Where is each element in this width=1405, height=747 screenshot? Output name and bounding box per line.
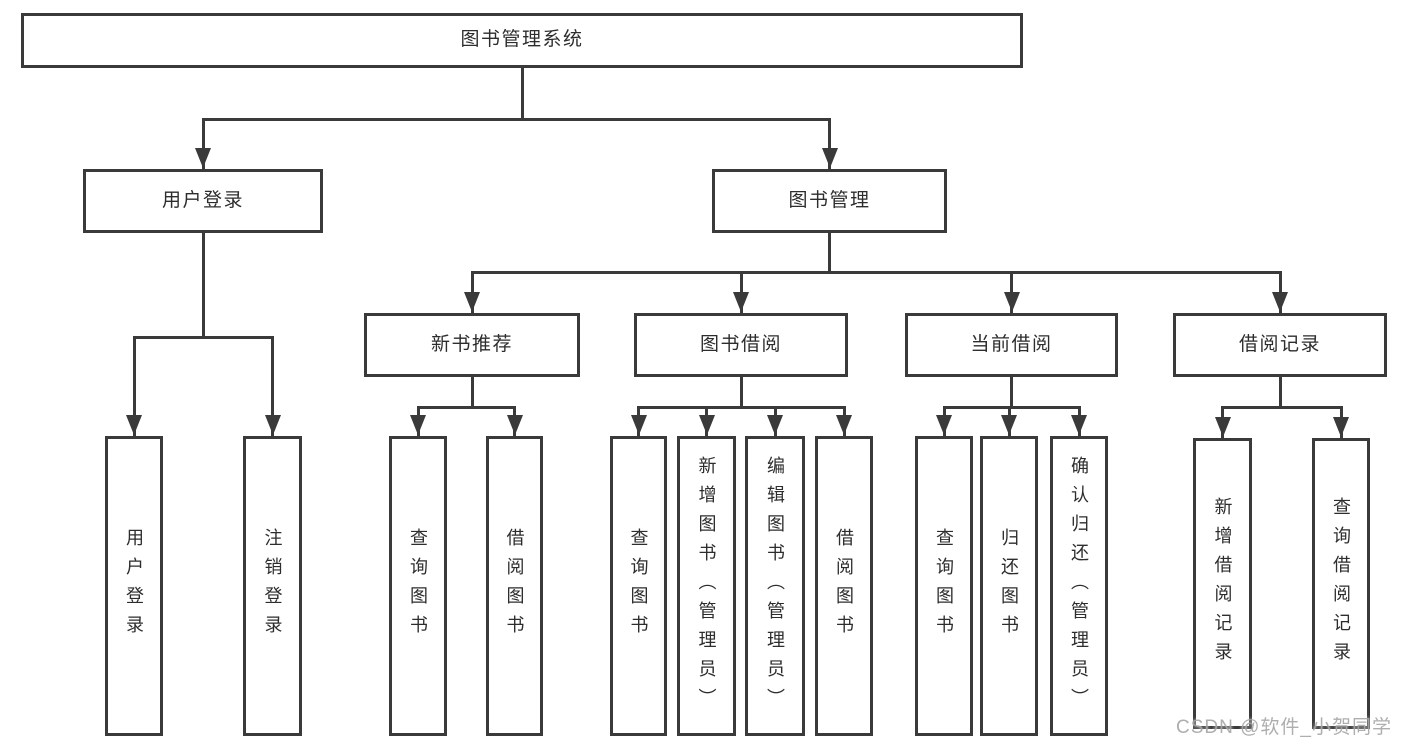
arrow-down-icon [1214, 417, 1231, 437]
csdn-watermark: CSDN @软件_小贺同学 [1176, 717, 1392, 738]
arrow-down-icon [836, 415, 852, 435]
node-label: 新增图书（管理员） [696, 455, 717, 717]
node-label: 注销登录 [262, 528, 283, 644]
node-label: 查询图书 [628, 528, 649, 644]
arrow-down-icon [1001, 415, 1017, 435]
node-add-borrow-record: 新增借阅记录 [1193, 438, 1252, 729]
node-label: 归还图书 [999, 528, 1019, 644]
node-label: 用户登录 [124, 528, 144, 644]
node-label: 图书借阅 [699, 333, 782, 355]
node-system: 图书管理系统 [21, 13, 1023, 68]
connector-drop [271, 336, 274, 436]
arrow-down-icon [767, 415, 783, 435]
node-query-books-current: 查询图书 [915, 436, 973, 736]
arrow-down-icon [410, 415, 426, 435]
arrow-down-icon [126, 415, 142, 435]
connector-stem [828, 233, 831, 274]
arrow-down-icon [936, 415, 952, 435]
connector-drop [201, 118, 205, 169]
node-return-books: 归还图书 [980, 436, 1038, 736]
node-label: 查询借阅记录 [1331, 496, 1351, 671]
node-query-borrow-record: 查询借阅记录 [1312, 438, 1370, 729]
connector-stem [201, 233, 205, 339]
arrow-down-icon [821, 148, 838, 168]
node-label: 借阅记录 [1238, 333, 1321, 355]
arrow-down-icon [464, 292, 480, 312]
node-book-borrow: 图书借阅 [634, 313, 848, 377]
node-current-borrow: 当前借阅 [905, 313, 1118, 377]
arrow-down-icon [733, 292, 749, 312]
node-label: 借阅图书 [504, 528, 525, 644]
node-query-books-new: 查询图书 [389, 436, 447, 736]
connector-stem [1278, 377, 1282, 409]
node-edit-books: 编辑图书（管理员） [745, 436, 805, 736]
connector-stem [1010, 377, 1013, 409]
connector-stem [470, 377, 474, 409]
node-confirm-return: 确认归还（管理员） [1050, 436, 1108, 736]
arrow-down-icon [1272, 292, 1288, 312]
node-logout-leaf: 注销登录 [243, 436, 302, 736]
connector-bus [942, 406, 1081, 409]
connector-bus [132, 336, 274, 339]
node-label: 图书管理系统 [460, 29, 584, 51]
arrow-down-icon [264, 415, 281, 435]
node-user-login-leaf: 用户登录 [105, 436, 163, 736]
connector-bus [1221, 406, 1343, 409]
node-new-book-recommend: 新书推荐 [364, 313, 580, 377]
node-label: 当前借阅 [970, 333, 1053, 355]
arrow-down-icon [1071, 415, 1087, 435]
connector-bus [201, 118, 831, 121]
node-borrow-records: 借阅记录 [1173, 313, 1387, 377]
node-label: 查询图书 [408, 528, 428, 644]
connector-bus [416, 406, 516, 409]
node-label: 确认归还（管理员） [1069, 455, 1089, 717]
node-label: 新增借阅记录 [1212, 496, 1233, 671]
node-label: 图书管理 [788, 189, 871, 211]
node-label: 查询图书 [934, 528, 954, 644]
node-borrow-books-borrow: 借阅图书 [815, 436, 873, 736]
arrow-down-icon [1333, 417, 1349, 437]
node-label: 借阅图书 [834, 528, 854, 644]
node-query-books-borrow: 查询图书 [610, 436, 667, 736]
node-borrow-books-new: 借阅图书 [486, 436, 543, 736]
node-add-books: 新增图书（管理员） [677, 436, 736, 736]
node-book-management: 图书管理 [712, 169, 947, 233]
connector-drop [132, 336, 136, 436]
node-label: 用户登录 [161, 189, 244, 211]
arrow-down-icon [195, 148, 211, 168]
arrow-down-icon [506, 415, 523, 435]
arrow-down-icon [698, 415, 715, 435]
connector-bus [470, 271, 1282, 274]
arrow-down-icon [630, 415, 647, 435]
node-label: 新书推荐 [430, 333, 513, 355]
connector-stem [739, 377, 743, 409]
node-user-login: 用户登录 [83, 169, 323, 233]
connector-stem [520, 68, 524, 121]
connector-bus [637, 406, 846, 409]
node-label: 编辑图书（管理员） [765, 455, 785, 717]
connector-drop [828, 118, 831, 169]
arrow-down-icon [1003, 292, 1020, 312]
